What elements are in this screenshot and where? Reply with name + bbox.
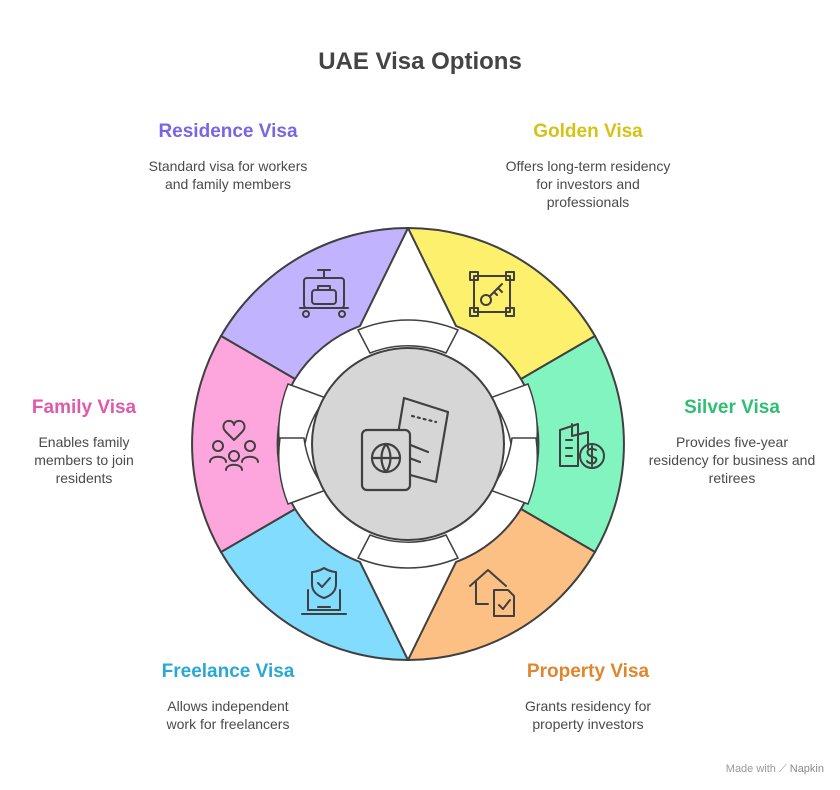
property-visa-block: Property Visa Grants residency for prope… [468,661,708,733]
made-with-footer[interactable]: Made with ⟋ Napkin [726,763,824,776]
family-visa-block: Family Visa Enables family members to jo… [0,397,204,487]
residence-visa-title: Residence Visa [158,121,298,142]
ring-notch-bottom [356,534,460,569]
freelance-visa-title: Freelance Visa [161,661,295,682]
silver-visa-title: Silver Visa [684,397,780,418]
footer-brand: Napkin [789,763,824,775]
golden-visa-title: Golden Visa [533,121,643,142]
framed-key-icon [469,271,515,317]
laptop-shield-icon [301,567,347,615]
property-visa-title: Property Visa [526,661,650,682]
passport-ticket-icon [360,396,450,492]
property-visa-description: Grants residency for property investors [524,698,652,732]
residence-visa-block: Residence Visa Standard visa for workers… [108,121,348,193]
family-visa-description: Enables family members to join residents [34,434,134,486]
luggage-trolley-icon [299,269,349,318]
family-visa-title: Family Visa [31,397,137,418]
residence-visa-description: Standard visa for workers and family mem… [148,158,308,192]
golden-visa-block: Golden Visa Offers long-term residency f… [468,121,708,211]
footer-prefix: Made with [725,763,776,775]
napkin-logo-icon: ⟋ [778,763,787,775]
freelance-visa-block: Freelance Visa Allows independent work f… [108,661,348,733]
freelance-visa-description: Allows independent work for freelancers [166,698,290,732]
silver-visa-block: Silver Visa Provides five-year residency… [612,397,840,487]
building-dollar-icon [559,423,605,469]
segment-freelance[interactable] [219,507,410,662]
house-document-icon [469,569,515,617]
silver-visa-description: Provides five-year residency for busines… [648,434,816,486]
golden-visa-description: Offers long-term residency for investors… [505,158,671,210]
diagram-title: UAE Visa Options [318,48,522,75]
family-heart-icon [209,419,259,471]
segment-property[interactable] [406,507,597,662]
segment-golden[interactable] [406,226,597,381]
ring-notch-top [356,319,460,354]
